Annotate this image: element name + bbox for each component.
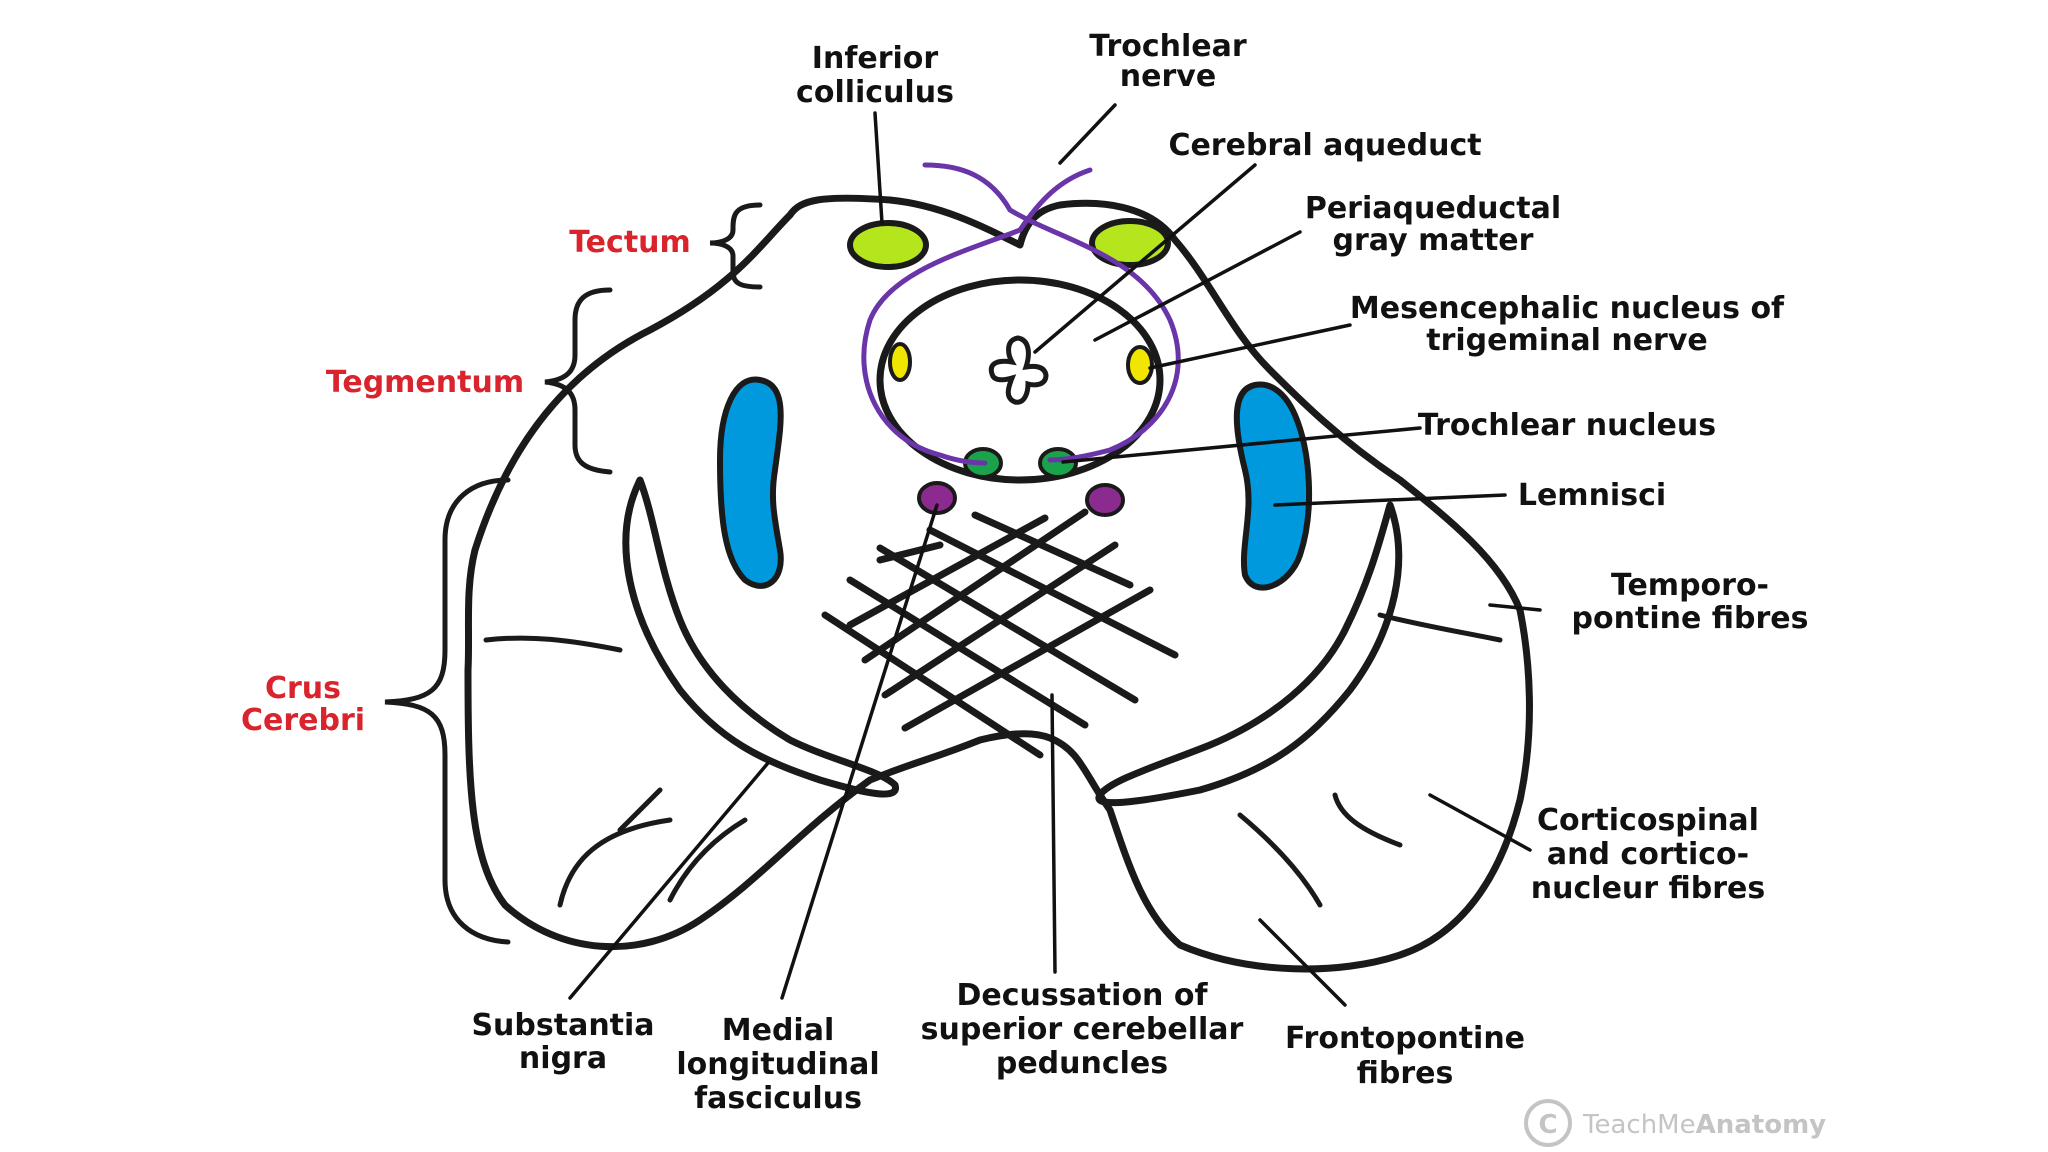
right-mesencephalic-nucleus [1126, 345, 1154, 385]
leader-cerebral-aqueduct [1033, 163, 1257, 354]
right-fibre-line-2 [1332, 792, 1403, 848]
hatch-line [876, 541, 944, 564]
left-lemniscus [716, 376, 784, 589]
right-trochlear-nucleus [1038, 447, 1078, 479]
left-crus-boundary [622, 476, 899, 798]
trochlear-nerve-label-line-1: Trochlear [1089, 29, 1247, 64]
structure-labels: Inferior colliculus Trochlear nerve Cere… [471, 29, 1808, 1116]
inferior-colliculus-label-line-2: colliculus [796, 75, 954, 110]
watermark-brand-bold: Anatomy [1696, 1110, 1827, 1140]
leader-periaqueductal-gray [1093, 230, 1302, 342]
right-inferior-colliculus [1089, 218, 1171, 268]
hatch-line [861, 508, 1089, 664]
copyright-symbol: C [1538, 1110, 1557, 1140]
crus-cerebri-label-line-2: Cerebri [241, 703, 365, 738]
leader-mesencephalic-nucleus [1148, 323, 1352, 370]
leader-decussation [1050, 693, 1057, 974]
decussation-label-line-1: Decussation of [956, 978, 1208, 1013]
leader-substantia-nigra [568, 761, 770, 1000]
frontopontine-label-line-1: Frontopontine [1285, 1021, 1525, 1056]
tectum-label: Tectum [569, 225, 691, 260]
temporopontine-label-line-1: Temporo- [1611, 568, 1769, 603]
decussation-label-line-3: peduncles [996, 1046, 1168, 1081]
corticospinal-label-line-1: Corticospinal [1537, 803, 1759, 838]
right-crus-boundary [1095, 501, 1403, 807]
hatch-line [876, 544, 1139, 704]
left-fibre-line-3 [617, 787, 663, 833]
right-fibre-line-1 [1377, 612, 1503, 643]
mlf-label-line-1: Medial [722, 1013, 835, 1048]
frontopontine-label-line-2: fibres [1357, 1056, 1454, 1091]
periaqueductal-gray-label-line-2: gray matter [1333, 223, 1534, 258]
substantia-nigra-label-line-1: Substantia [471, 1008, 654, 1043]
mlf-label-line-3: fasciculus [694, 1081, 862, 1116]
region-labels: Tectum Tegmentum Crus Cerebri [241, 225, 691, 738]
corticospinal-label-line-2: and cortico- [1547, 837, 1749, 872]
tectum-brace [709, 202, 763, 290]
leader-temporopontine [1488, 603, 1542, 612]
copyright-icon [1524, 1099, 1572, 1147]
leader-corticospinal [1428, 793, 1532, 852]
leader-inferior-colliculus [873, 111, 884, 225]
trochlear-nerve-left-limb [922, 162, 1181, 463]
leader-trochlear-nucleus [1061, 426, 1422, 464]
left-medial-longitudinal-fasciculus [917, 481, 957, 515]
left-fibre-line-1 [483, 635, 623, 653]
decussation-crosshatch [821, 508, 1179, 759]
leader-lemnisci [1273, 493, 1507, 507]
lemnisci-label: Lemnisci [1518, 478, 1666, 513]
tegmentum-brace [544, 287, 613, 475]
left-inferior-colliculus [847, 220, 929, 270]
tegmentum-label: Tegmentum [326, 365, 524, 400]
periaqueductal-gray-outline [876, 276, 1164, 484]
mesencephalic-nucleus-label-line-1: Mesencephalic nucleus of [1350, 291, 1785, 326]
hatch-line [846, 514, 1049, 629]
leader-mlf [780, 503, 939, 1000]
hatch-line [821, 611, 1044, 759]
right-fibre-line-3 [1237, 812, 1323, 908]
cerebral-aqueduct-label: Cerebral aqueduct [1168, 128, 1481, 163]
crus-cerebri-brace [384, 477, 511, 945]
periaqueductal-gray-label-line-1: Periaqueductal [1305, 191, 1561, 226]
left-fibre-line-4 [667, 817, 748, 903]
right-lemniscus [1233, 381, 1313, 591]
inferior-colliculus-label-line-1: Inferior [812, 41, 939, 76]
trochlear-nerve-right-limb [861, 167, 1093, 466]
leader-trochlear-nerve [1058, 103, 1117, 165]
corticospinal-label-line-3: nucleur fibres [1531, 871, 1765, 906]
trochlear-nerve-label-line-2: nerve [1120, 59, 1216, 94]
mesencephalic-nucleus-label-line-2: trigeminal nerve [1426, 323, 1708, 358]
left-mesencephalic-nucleus [888, 342, 912, 382]
central-structures [821, 276, 1179, 759]
mlf-label-line-2: longitudinal [676, 1047, 879, 1082]
crus-cerebri-label-line-1: Crus [265, 671, 341, 706]
decussation-label-line-2: superior cerebellar [921, 1012, 1244, 1047]
leader-lines [568, 103, 1542, 1007]
hatch-line [971, 511, 1134, 589]
watermark-text: TeachMeAnatomy [1582, 1110, 1826, 1140]
trochlear-nerve-path [861, 162, 1181, 466]
leader-frontopontine [1258, 918, 1347, 1007]
nuclei [716, 218, 1313, 591]
right-medial-longitudinal-fasciculus [1085, 483, 1125, 517]
trochlear-nucleus-label: Trochlear nucleus [1418, 408, 1716, 443]
hatch-line [926, 526, 1179, 659]
hatch-line [901, 586, 1154, 732]
hatch-line [881, 541, 1119, 699]
watermark-brand-light: TeachMe [1582, 1110, 1696, 1140]
region-braces [384, 202, 763, 945]
substantia-nigra-label-line-2: nigra [519, 1041, 607, 1076]
temporopontine-label-line-2: pontine fibres [1572, 601, 1809, 636]
cerebral-aqueduct-shape [988, 335, 1049, 405]
left-fibre-line-2 [557, 817, 673, 908]
watermark: C TeachMeAnatomy [1524, 1099, 1826, 1147]
